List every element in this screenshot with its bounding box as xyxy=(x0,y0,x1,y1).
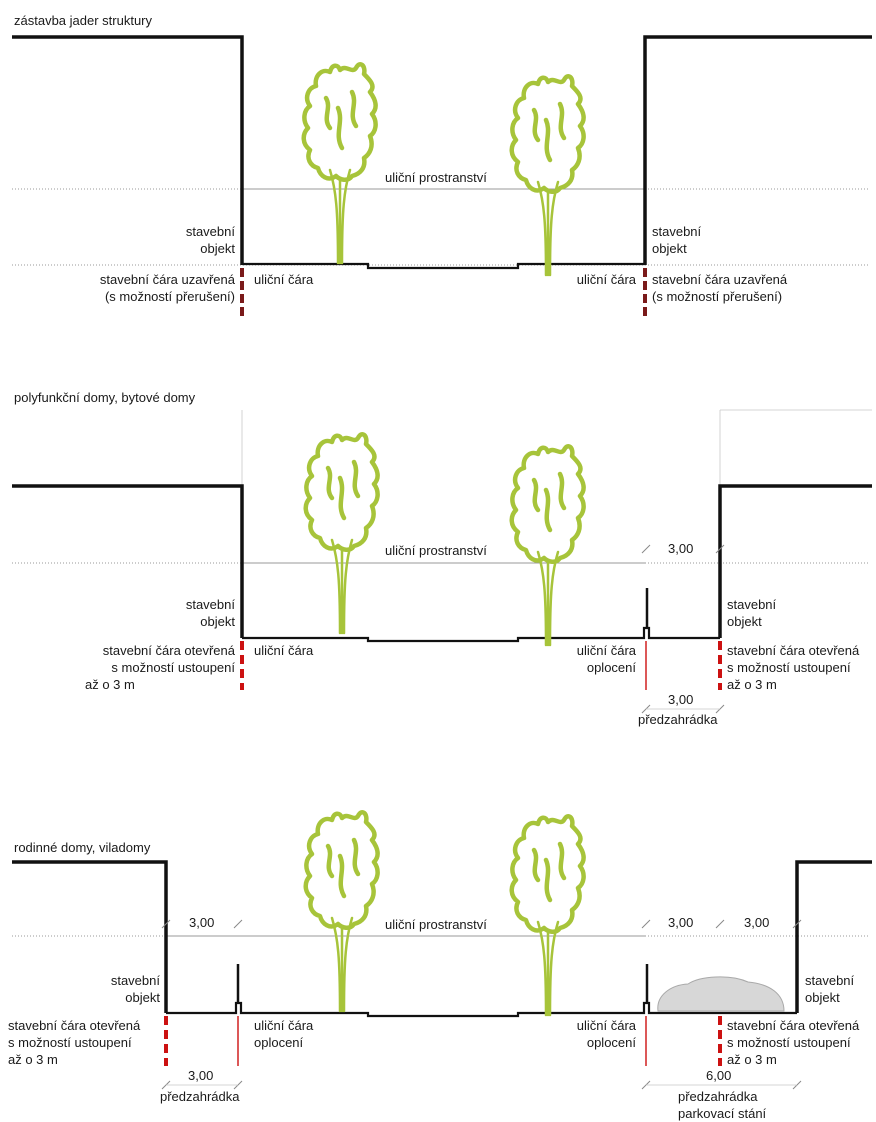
parked-car-icon xyxy=(657,976,785,1012)
svg-text:objekt: objekt xyxy=(805,990,840,1005)
dimension-label: 3,00 xyxy=(668,692,693,707)
street-line-left-label: uliční čára xyxy=(254,643,314,658)
street-line-fence-left-label: uliční čára oplocení xyxy=(254,1018,314,1050)
section-title: zástavba jader struktury xyxy=(14,13,153,28)
building-left-label: stavební objekt xyxy=(186,597,236,629)
closed-line-left-label: stavební čára uzavřená (s možností přeru… xyxy=(100,272,236,304)
svg-text:až o 3 m: až o 3 m xyxy=(85,677,135,692)
svg-text:s možností ustoupení: s možností ustoupení xyxy=(8,1035,132,1050)
tree-icon xyxy=(306,434,378,633)
open-line-right-label: stavební čára otevřená s možností ustoup… xyxy=(727,1018,860,1067)
svg-text:objekt: objekt xyxy=(200,614,235,629)
front-garden-label: předzahrádka xyxy=(160,1089,240,1104)
closed-line-right-label: stavební čára uzavřená (s možností přeru… xyxy=(652,272,788,304)
svg-text:objekt: objekt xyxy=(727,614,762,629)
svg-text:oplocení: oplocení xyxy=(254,1035,304,1050)
svg-text:až o 3 m: až o 3 m xyxy=(8,1052,58,1067)
street-space-label: uliční prostranství xyxy=(385,917,487,932)
dimension-label: 3,00 xyxy=(744,915,769,930)
right-building-outline xyxy=(718,484,872,638)
svg-text:stavební: stavební xyxy=(186,597,236,612)
left-building-outline xyxy=(12,860,168,1013)
svg-text:(s možností přerušení): (s možností přerušení) xyxy=(105,289,235,304)
svg-text:uliční čára: uliční čára xyxy=(254,1018,314,1033)
dimension-label: 6,00 xyxy=(706,1068,731,1083)
svg-text:stavební čára otevřená: stavební čára otevřená xyxy=(8,1018,141,1033)
svg-text:stavební čára uzavřená: stavební čára uzavřená xyxy=(100,272,236,287)
building-right-label: stavební objekt xyxy=(805,973,855,1005)
left-building-outline xyxy=(12,35,244,265)
front-garden-parking-label: předzahrádka parkovací stání xyxy=(678,1089,767,1121)
tree-icon xyxy=(512,76,584,275)
svg-text:stavební čára otevřená: stavební čára otevřená xyxy=(727,1018,860,1033)
svg-text:stavební: stavební xyxy=(652,224,702,239)
dimension-label: 3,00 xyxy=(668,915,693,930)
street-line-fence-right-label: uliční čára oplocení xyxy=(577,1018,637,1050)
svg-text:s možností ustoupení: s možností ustoupení xyxy=(727,1035,851,1050)
building-left-label: stavební objekt xyxy=(186,224,236,256)
tree-icon xyxy=(512,446,584,645)
svg-text:objekt: objekt xyxy=(125,990,160,1005)
street-profile xyxy=(242,262,645,270)
dimension-label: 3,00 xyxy=(189,915,214,930)
svg-text:stavební čára otevřená: stavební čára otevřená xyxy=(103,643,236,658)
svg-text:s možností ustoupení: s možností ustoupení xyxy=(111,660,235,675)
tree-icon xyxy=(306,812,378,1011)
svg-text:až o 3 m: až o 3 m xyxy=(727,1052,777,1067)
open-line-left-label: stavební čára otevřená s možností ustoup… xyxy=(85,643,236,692)
street-line-right-label: uliční čára xyxy=(577,272,637,287)
svg-text:uliční čára: uliční čára xyxy=(577,1018,637,1033)
svg-text:parkovací stání: parkovací stání xyxy=(678,1106,767,1121)
section-title: rodinné domy, viladomy xyxy=(14,840,151,855)
svg-text:stavební: stavební xyxy=(805,973,855,988)
section-1-closed-core: zástavba jader struktury uliční prostran… xyxy=(12,13,872,316)
street-space-label: uliční prostranství xyxy=(385,543,487,558)
svg-text:(s možností přerušení): (s možností přerušení) xyxy=(652,289,782,304)
right-building-outline xyxy=(643,35,872,265)
svg-text:stavební čára uzavřená: stavební čára uzavřená xyxy=(652,272,788,287)
dimension-label: 3,00 xyxy=(188,1068,213,1083)
section-2-apartment-houses: polyfunkční domy, bytové domy uliční pro… xyxy=(12,390,872,727)
svg-text:až o 3 m: až o 3 m xyxy=(727,677,777,692)
svg-text:předzahrádka: předzahrádka xyxy=(678,1089,758,1104)
open-line-left-label: stavební čára otevřená s možností ustoup… xyxy=(8,1018,141,1067)
building-left-label: stavební objekt xyxy=(111,973,161,1005)
building-right-label: stavební objekt xyxy=(727,597,777,629)
svg-text:stavební: stavební xyxy=(186,224,236,239)
svg-text:stavební: stavební xyxy=(111,973,161,988)
section-title: polyfunkční domy, bytové domy xyxy=(14,390,196,405)
front-garden-label: předzahrádka xyxy=(638,712,718,727)
svg-text:uliční čára: uliční čára xyxy=(577,643,637,658)
tree-icon xyxy=(304,64,376,263)
right-building-outline xyxy=(795,860,872,1013)
building-right-label: stavební objekt xyxy=(652,224,702,256)
open-line-right-label: stavební čára otevřená s možností ustoup… xyxy=(727,643,860,692)
left-building-outline xyxy=(12,484,244,638)
svg-text:objekt: objekt xyxy=(652,241,687,256)
svg-text:stavební: stavební xyxy=(727,597,777,612)
svg-text:stavební čára otevřená: stavební čára otevřená xyxy=(727,643,860,658)
svg-text:s možností ustoupení: s možností ustoupení xyxy=(727,660,851,675)
svg-text:objekt: objekt xyxy=(200,241,235,256)
svg-text:oplocení: oplocení xyxy=(587,1035,637,1050)
street-line-fence-right-label: uliční čára oplocení xyxy=(577,643,637,675)
section-3-family-houses: rodinné domy, viladomy uliční prostranst… xyxy=(8,812,872,1121)
street-line-left-label: uliční čára xyxy=(254,272,314,287)
tree-icon xyxy=(512,816,584,1015)
street-space-label: uliční prostranství xyxy=(385,170,487,185)
svg-text:oplocení: oplocení xyxy=(587,660,637,675)
dimension-label: 3,00 xyxy=(668,541,693,556)
street-profile xyxy=(242,626,720,643)
